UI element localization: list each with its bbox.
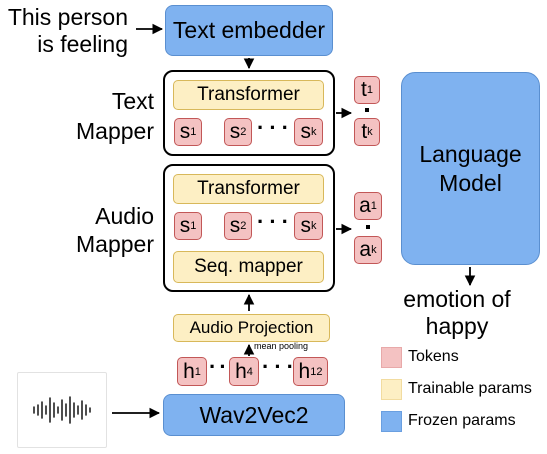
legend-swatch-trainable bbox=[381, 379, 402, 400]
mean-pooling-label: mean pooling bbox=[254, 341, 309, 351]
token-sub: 1 bbox=[190, 220, 197, 232]
token-base: t bbox=[361, 78, 367, 101]
legend-swatch-tokens bbox=[381, 347, 402, 368]
text-output-ellipsis bbox=[365, 108, 369, 112]
token-base: a bbox=[359, 194, 371, 217]
text-mapper-ellipsis: ··· bbox=[257, 115, 294, 140]
hidden-ellipsis-right: ··· bbox=[262, 354, 299, 379]
input-text-line-2: is feeling bbox=[37, 31, 128, 57]
legend-swatch-frozen bbox=[381, 411, 402, 432]
text-mapper-transformer-label: Transformer bbox=[197, 84, 300, 105]
token-sub: 2 bbox=[240, 126, 247, 138]
seq-mapper-box: Seq. mapper bbox=[173, 251, 324, 283]
token-base: h bbox=[298, 359, 311, 383]
token-sub: 1 bbox=[194, 365, 201, 378]
wav2vec-label: Wav2Vec2 bbox=[199, 401, 309, 428]
audio-projection-label: Audio Projection bbox=[189, 318, 314, 337]
text-mapper-transformer: Transformer bbox=[173, 80, 324, 110]
token-sub: k bbox=[311, 220, 317, 232]
seq-mapper-label: Seq. mapper bbox=[194, 256, 303, 277]
audio-mapper-label-line-2: Mapper bbox=[76, 231, 154, 257]
waveform-graphic bbox=[33, 396, 91, 424]
audio-projection-box: Audio Projection bbox=[173, 314, 330, 342]
language-model-label-line-1: Language bbox=[419, 140, 522, 167]
token-sub: 4 bbox=[246, 365, 253, 378]
token-sub: 1 bbox=[366, 84, 373, 96]
token-sub: 2 bbox=[240, 220, 247, 232]
language-model-box: Language Model bbox=[401, 72, 540, 265]
wav2vec-box: Wav2Vec2 bbox=[163, 394, 345, 436]
audio-waveform-icon bbox=[17, 372, 107, 448]
text-embedder-box: Text embedder bbox=[165, 5, 333, 56]
token-sub: k bbox=[367, 126, 373, 138]
token-base: h bbox=[183, 359, 195, 383]
token-base: s bbox=[179, 214, 191, 237]
token-base: a bbox=[359, 238, 372, 261]
legend-label-trainable: Trainable params bbox=[408, 380, 532, 397]
text-mapper-label-line-2: Mapper bbox=[76, 118, 154, 144]
token-sub: 1 bbox=[370, 200, 377, 212]
audio-mapper-transformer: Transformer bbox=[173, 174, 324, 204]
legend-label-frozen: Frozen params bbox=[408, 412, 516, 429]
token-sub: k bbox=[371, 244, 377, 256]
audio-mapper-ellipsis: ··· bbox=[257, 209, 294, 234]
input-text-line-1: This person bbox=[7, 4, 128, 30]
token-base: s bbox=[179, 120, 191, 143]
audio-output-ellipsis bbox=[366, 225, 370, 229]
legend-label-tokens: Tokens bbox=[408, 348, 459, 365]
output-text-line-2: happy bbox=[425, 313, 489, 339]
token-base: s bbox=[300, 120, 312, 143]
token-base: s bbox=[229, 120, 241, 143]
token-base: s bbox=[300, 214, 312, 237]
token-base: h bbox=[235, 359, 247, 383]
token-sub: 1 bbox=[190, 126, 197, 138]
language-model-label-line-2: Model bbox=[439, 169, 502, 196]
token-sub: 12 bbox=[310, 365, 323, 378]
token-sub: k bbox=[311, 126, 317, 138]
text-embedder-label: Text embedder bbox=[172, 17, 326, 43]
output-text-line-1: emotion of bbox=[403, 286, 511, 312]
text-mapper-label-line-1: Text bbox=[111, 88, 154, 114]
audio-mapper-label-line-1: Audio bbox=[95, 203, 154, 229]
token-base: t bbox=[361, 120, 368, 143]
hidden-ellipsis-left: ·· bbox=[209, 354, 230, 379]
audio-mapper-transformer-label: Transformer bbox=[197, 178, 300, 199]
token-base: s bbox=[229, 214, 241, 237]
